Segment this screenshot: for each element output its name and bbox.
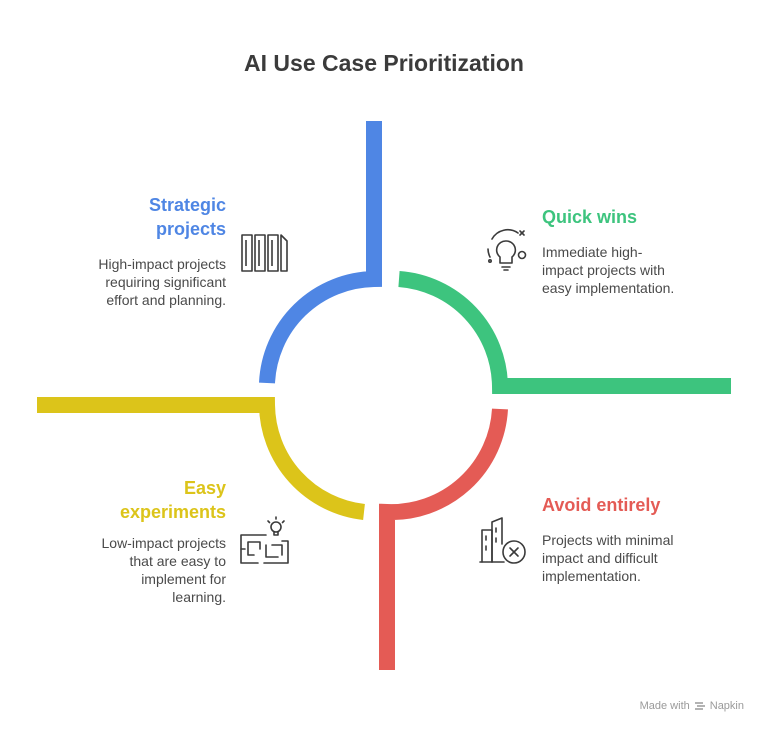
- quick-wins-arc: [398, 271, 731, 394]
- avoid-entirely-heading: Avoid entirely: [542, 495, 661, 515]
- avoid-entirely-arc: [379, 408, 508, 670]
- napkin-brand: Napkin: [709, 700, 744, 712]
- easy-experiments-description: Low-impact projects that are easy to imp…: [101, 535, 227, 605]
- made-with-napkin-footer: Made with Napkin: [640, 700, 744, 712]
- quick-wins-description: Immediate high- impact projects with eas…: [542, 244, 675, 296]
- strategic-description: High-impact projects requiring significa…: [98, 256, 226, 308]
- strategic-heading: Strategic projects: [148, 195, 226, 239]
- lightbulb-icon: [487, 228, 527, 271]
- quick-wins-heading: Quick wins: [542, 207, 638, 227]
- page-title: AI Use Case Prioritization: [244, 50, 524, 76]
- easy-experiments-heading: Easy experiments: [119, 478, 226, 522]
- maze-lightbulb-icon: [240, 516, 289, 564]
- easy-experiments-arc: [37, 397, 366, 520]
- avoid-entirely-description: Projects with minimal impact and difficu…: [542, 532, 674, 584]
- strategic-arc: [259, 121, 382, 384]
- made-with-label: Made with: [639, 700, 690, 712]
- buildings-cancel-icon: [479, 517, 526, 564]
- columns-icon: [241, 234, 288, 272]
- napkin-logo-icon: [694, 702, 705, 710]
